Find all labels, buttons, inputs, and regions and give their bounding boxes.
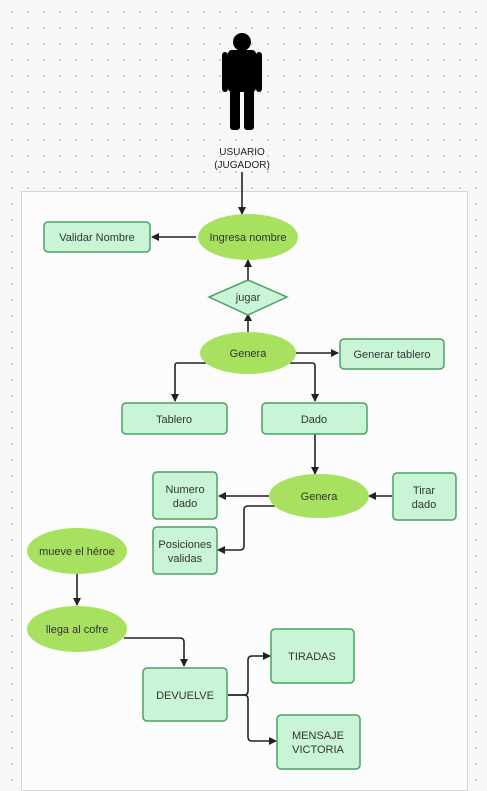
node-label: Tablero — [156, 414, 192, 426]
node-posiciones-validas[interactable]: Posiciones validas — [152, 526, 218, 575]
edge-devuelve-to-mensaje — [228, 694, 277, 745]
node-label: Genera — [301, 491, 339, 503]
node-label-line1: Tirar — [413, 485, 436, 497]
edge-genera-to-tablero — [171, 362, 206, 402]
node-label: Validar Nombre — [59, 232, 135, 244]
node-tirar-dado[interactable]: Tirar dado — [392, 472, 457, 521]
node-label: Genera — [230, 348, 268, 360]
node-tiradas[interactable]: TIRADAS — [270, 628, 355, 684]
node-label-line2: dado — [173, 498, 197, 510]
node-label: jugar — [235, 292, 261, 304]
node-ingresa-nombre[interactable]: Ingresa nombre — [198, 214, 298, 260]
node-label-line1: MENSAJE — [292, 730, 344, 742]
node-tablero[interactable]: Tablero — [121, 402, 228, 435]
actor-label-line2: (JUGADOR) — [214, 160, 270, 171]
node-label: TIRADAS — [288, 651, 336, 663]
node-mensaje-victoria[interactable]: MENSAJE VICTORIA — [276, 714, 361, 770]
node-label-line1: Posiciones — [158, 539, 212, 551]
node-genera-2[interactable]: Genera — [269, 474, 369, 518]
node-label: llega al cofre — [46, 624, 108, 636]
node-label-line2: dado — [412, 499, 436, 511]
node-label: Ingresa nombre — [209, 232, 286, 244]
node-dado[interactable]: Dado — [261, 402, 368, 435]
actor-label-line1: USUARIO — [219, 147, 265, 158]
node-numero-dado[interactable]: Numero dado — [152, 471, 218, 520]
edge-genera2-to-posiciones — [217, 505, 275, 554]
edge-genera-to-dado — [290, 362, 319, 402]
node-jugar[interactable]: jugar — [207, 279, 289, 316]
node-llega-cofre[interactable]: llega al cofre — [27, 606, 127, 652]
node-label: Generar tablero — [353, 349, 430, 361]
edges — [73, 172, 392, 745]
node-label: DEVUELVE — [156, 690, 214, 702]
node-label-line2: validas — [168, 553, 203, 565]
node-label-line2: VICTORIA — [292, 744, 344, 756]
node-validar-nombre[interactable]: Validar Nombre — [43, 221, 151, 253]
node-label: Dado — [301, 414, 327, 426]
node-generar-tablero[interactable]: Generar tablero — [339, 338, 445, 370]
edge-llega-to-devuelve — [124, 637, 188, 667]
node-label-line1: Numero — [165, 484, 204, 496]
edge-devuelve-to-tiradas — [228, 652, 271, 696]
user-actor-icon — [222, 33, 262, 130]
node-mueve-heroe[interactable]: mueve el héroe — [27, 528, 127, 574]
node-label: mueve el héroe — [39, 546, 115, 558]
node-genera-1[interactable]: Genera — [200, 332, 296, 374]
node-devuelve[interactable]: DEVUELVE — [142, 667, 228, 722]
